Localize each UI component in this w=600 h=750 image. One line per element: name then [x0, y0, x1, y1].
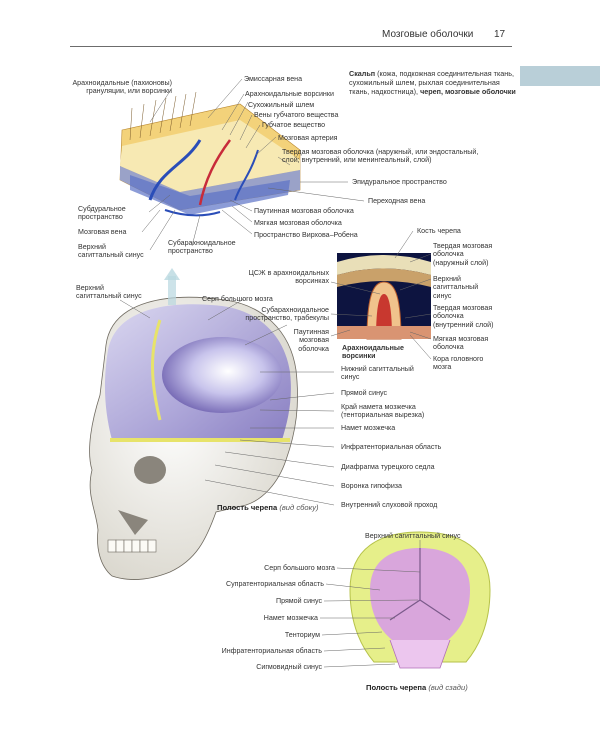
- label-skull-bone: Кость черепа: [417, 227, 461, 235]
- label-back-falx: Серп большого мозга: [264, 564, 335, 572]
- scalp-text: (кожа, подкожная соединительная ткань, с…: [349, 69, 514, 96]
- label-sup-sag-sinus-1: Верхний сагиттальный синус: [78, 243, 144, 260]
- caption-side-bold: Полость черепа: [217, 503, 278, 512]
- caption-side-italic: (вид сбоку): [277, 503, 319, 512]
- label-subarach-trab: Субарахноидальное пространство, трабекул…: [245, 306, 329, 323]
- label-arach-granulations: Арахноидальные (пахионовы) грануляции, и…: [72, 79, 172, 96]
- page-title: Мозговые оболочки: [382, 29, 474, 40]
- label-arach-villi-bold: Арахноидальные ворсинки: [342, 344, 404, 361]
- label-tentorium: Намет мозжечка: [341, 424, 396, 432]
- header-rule: [70, 46, 512, 47]
- label-arach-villi: Арахноидальные ворсинки: [245, 90, 334, 98]
- label-arachnoid: Паутинная мозговая оболочка: [254, 207, 354, 215]
- page-number: 17: [494, 29, 506, 40]
- label-bridging-vein: Переходная вена: [368, 197, 426, 205]
- label-sella-diaphragm: Диафрагма турецкого седла: [341, 463, 435, 471]
- label-diploic-veins: Вены губчатого вещества: [254, 111, 339, 119]
- label-virchow-robin: Пространство Вирхова–Робена: [254, 231, 358, 239]
- label-back-straight: Прямой синус: [275, 597, 322, 605]
- label-dura-layers: Твердая мозговая оболочка (наружный, или…: [282, 148, 479, 165]
- label-sup-sag-sinus-left: Верхний сагиттальный синус: [76, 284, 142, 301]
- label-cortex: Кора головного мозга: [433, 355, 484, 372]
- back-skull: [349, 531, 491, 669]
- scalp-bold: Скальп: [349, 69, 376, 78]
- caption-back-bold: Полость черепа: [366, 683, 427, 692]
- label-back-sigmoid: Сигмовидный синус: [256, 663, 322, 671]
- label-back-tentorium: Намет мозжечка: [263, 614, 318, 622]
- caption-back-view: Полость черепа (вид сзади): [366, 683, 468, 692]
- label-sup-sag-sinus-2: Верхний сагиттальный синус: [433, 275, 479, 300]
- label-pia-2: Мягкая мозговая оболочка: [433, 335, 489, 352]
- label-arach-membrane: Паутинная мозговая оболочка: [293, 328, 329, 353]
- label-dura-inner: Твердая мозговая оболочка (внутренний сл…: [433, 304, 494, 329]
- label-tent-notch: Край намета мозжечка (тенториальная выре…: [341, 403, 425, 420]
- caption-back-italic: (вид сзади): [426, 683, 468, 692]
- label-galea: Сухожильный шлем: [248, 101, 315, 109]
- label-infratentorial: Инфратенториальная область: [341, 443, 442, 451]
- label-subarachnoid-space: Субарахноидальное пространство: [168, 239, 236, 256]
- label-dura-outer: Твердая мозговая оболочка (наружный слой…: [433, 242, 493, 267]
- label-falx-cerebri: Серп большого мозга: [202, 295, 273, 303]
- page-header: Мозговые оболочки 17: [0, 26, 600, 47]
- label-cerebral-vein: Мозговая вена: [78, 228, 127, 236]
- label-cerebral-artery: Мозговая артерия: [278, 134, 338, 142]
- label-infundibulum: Воронка гипофиза: [341, 482, 402, 490]
- label-back-sup-sag: Верхний сагиттальный синус: [365, 532, 461, 540]
- label-back-supratent: Супратенториальная область: [225, 580, 324, 588]
- meninges-block: [119, 91, 301, 217]
- side-skull: [89, 268, 298, 580]
- label-epidural: Эпидуральное пространство: [352, 178, 447, 186]
- label-inf-sag-sinus: Нижний сагиттальный синус: [341, 365, 414, 382]
- villi-inset: [337, 253, 431, 340]
- label-pia: Мягкая мозговая оболочка: [254, 219, 342, 227]
- scalp-note: Скальп (кожа, подкожная соединительная т…: [349, 69, 519, 96]
- caption-side-view: Полость черепа (вид сбоку): [217, 503, 319, 512]
- label-back-tentorium-2: Тенториум: [284, 631, 320, 639]
- label-csf: ЦСЖ в арахноидальных ворсинках: [248, 269, 329, 286]
- label-int-acoustic: Внутренний слуховой проход: [341, 501, 438, 509]
- label-straight-sinus: Прямой синус: [341, 389, 388, 397]
- label-subdural: Субдуральное пространство: [78, 205, 126, 222]
- label-back-infratent: Инфратенториальная область: [221, 647, 322, 655]
- leader-lines: [119, 78, 432, 668]
- chapter-tab[interactable]: [520, 66, 600, 86]
- label-diploe: Губчатое вещество: [262, 121, 326, 129]
- label-emissary-vein: Эмиссарная вена: [244, 75, 303, 83]
- skull-meninges-bold: череп, мозговые оболочки: [420, 87, 516, 96]
